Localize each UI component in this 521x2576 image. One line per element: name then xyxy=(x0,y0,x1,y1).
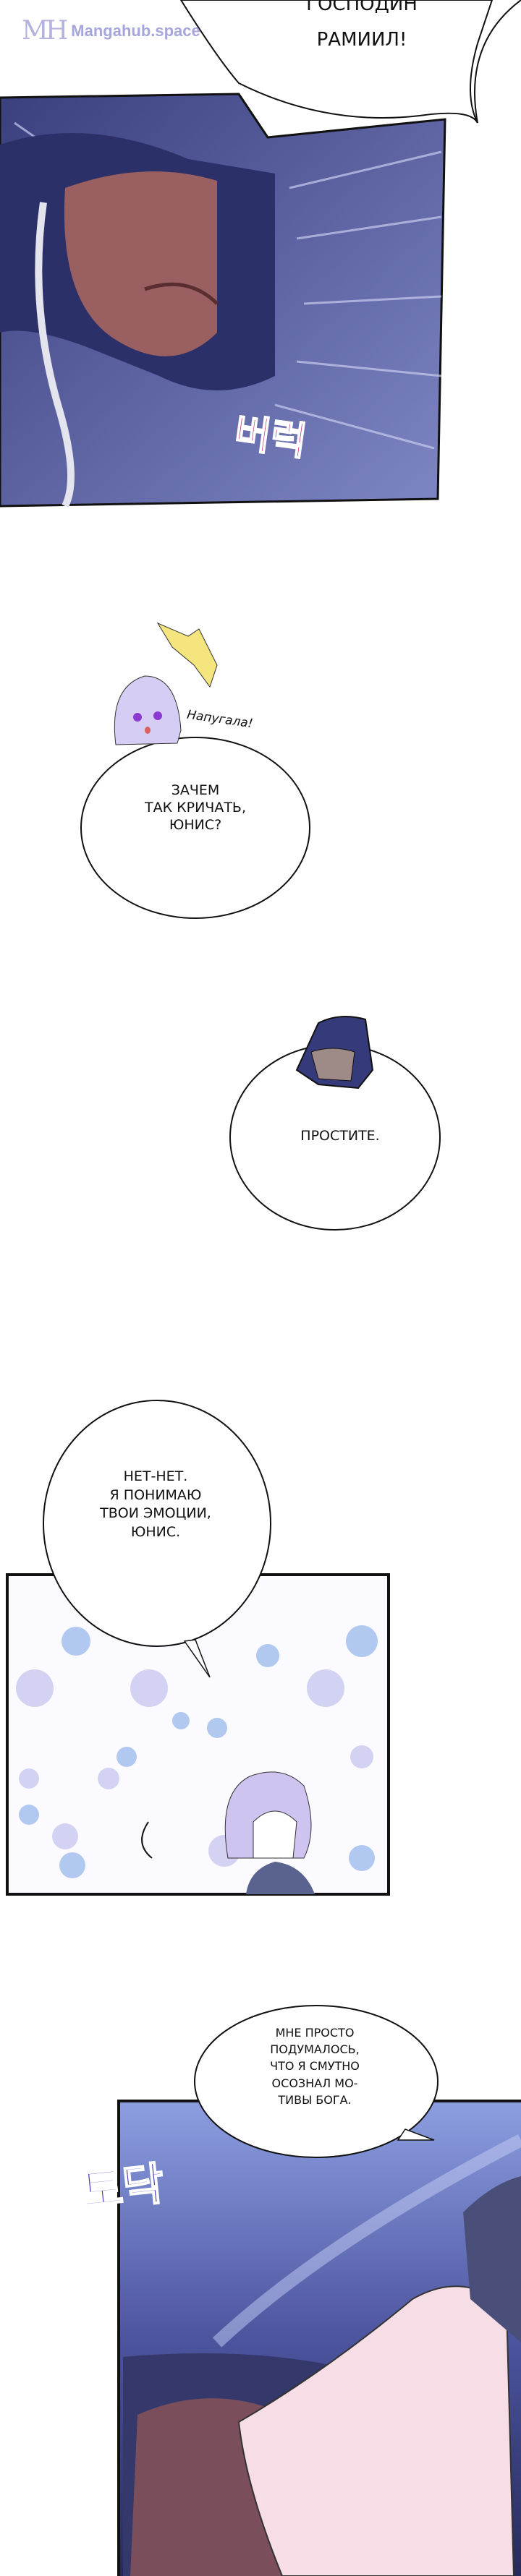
speech-line: ПРОСТИТЕ. xyxy=(300,1128,380,1144)
speech-line: ЧТО Я СМУТНО xyxy=(270,2059,360,2074)
speech-line: МНЕ ПРОСТО xyxy=(275,2026,355,2040)
speech-line: ЮНИС? xyxy=(169,816,222,833)
speech-text-1: ГОСПОДИН РАМИИЛ! xyxy=(275,0,449,59)
speech-line: ГОСПОДИН xyxy=(306,0,418,15)
speech-line: РАМИИЛ! xyxy=(316,29,407,51)
speech-line: ОСОЗНАЛ МО- xyxy=(271,2076,358,2090)
panel-2 xyxy=(80,622,310,919)
sfx-pat: 토닥 xyxy=(78,2156,167,2219)
speech-line: Я ПОНИМАЮ xyxy=(109,1486,202,1503)
speech-bubble-1 xyxy=(179,0,494,124)
speech-line: НЕТ-НЕТ. xyxy=(123,1468,188,1484)
speech-line: ТИВЫ БОГА. xyxy=(278,2092,352,2107)
speech-text-3: ПРОСТИТЕ. xyxy=(275,1128,405,1145)
speech-line: ТВОИ ЭМОЦИИ, xyxy=(100,1505,211,1522)
sfx-shout: 버럭 xyxy=(231,408,310,465)
speech-text-5: МНЕ ПРОСТО ПОДУМАЛОСЬ, ЧТО Я СМУТНО ОСОЗ… xyxy=(239,2024,391,2108)
speech-text-4: НЕТ-НЕТ. Я ПОНИМАЮ ТВОИ ЭМОЦИИ, ЮНИС. xyxy=(65,1468,246,1542)
speech-line: ЗАЧЕМ xyxy=(171,782,220,798)
panel-3 xyxy=(229,1016,441,1231)
speech-line: ТАК КРИЧАТЬ, xyxy=(145,799,246,816)
panel-5 xyxy=(117,2005,521,2576)
watermark: MH Mangahub.space xyxy=(22,16,200,46)
speech-line: ПОДУМАЛОСЬ, xyxy=(270,2042,360,2057)
panel-1 xyxy=(0,93,446,508)
panel-4 xyxy=(6,1400,390,1896)
watermark-logo: MH xyxy=(22,16,68,46)
speech-text-2: ЗАЧЕМ ТАК КРИЧАТЬ, ЮНИС? xyxy=(94,782,297,834)
speech-line: ЮНИС. xyxy=(130,1523,181,1540)
watermark-text: Mangahub.space xyxy=(71,21,200,40)
